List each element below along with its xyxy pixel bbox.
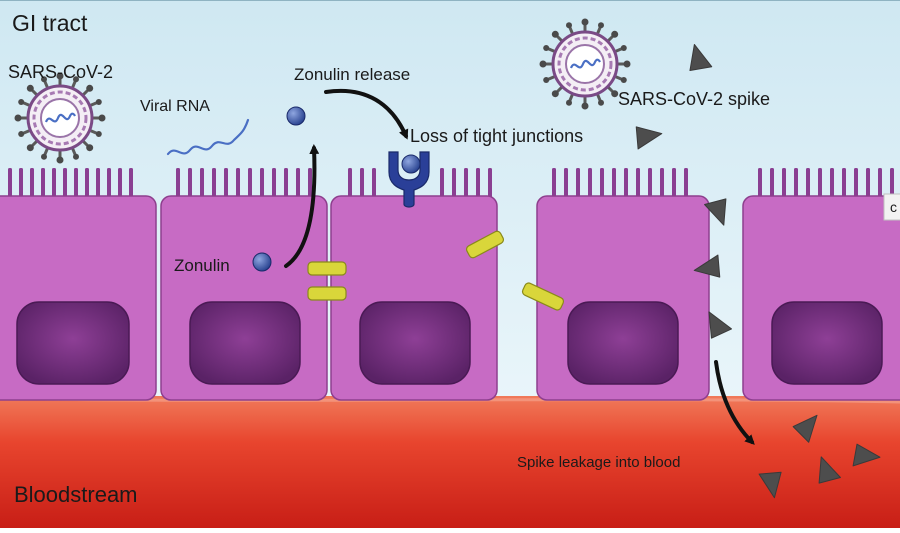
bloodstream-band (0, 396, 900, 528)
nucleus (771, 301, 883, 385)
zonulin-icon (252, 252, 272, 272)
viral-rna-label: Viral RNA (140, 98, 210, 115)
microvilli (8, 168, 894, 200)
disrupted-tight-junction-icon (465, 230, 565, 311)
arrow-icon (324, 88, 409, 140)
bloodstream-label: Bloodstream (14, 482, 138, 507)
spike-leakage-label: Spike leakage into blood (517, 454, 680, 471)
nucleus (359, 301, 471, 385)
zonulin-bound-icon (401, 154, 421, 174)
edge-fragment-text: c (890, 199, 897, 215)
arrow-icon (714, 360, 755, 445)
spike-label: SARS-CoV-2 spike (618, 89, 770, 109)
gi-tract-label: GI tract (12, 10, 88, 36)
nucleus (16, 301, 130, 385)
tight-junction-icon (307, 261, 347, 301)
viral-rna-icon (166, 118, 250, 156)
receptor-icon (388, 151, 430, 208)
virus-label: SARS-CoV-2 (8, 62, 113, 82)
zonulin-label: Zonulin (174, 256, 230, 275)
edge-fragment-box (883, 193, 900, 221)
nucleus (567, 301, 679, 385)
zonulin-release-label: Zonulin release (294, 65, 410, 84)
virus-icon (13, 71, 107, 165)
loss-tight-junctions-label: Loss of tight junctions (410, 126, 583, 146)
virus-icon (538, 17, 632, 111)
arrow-icon (284, 144, 320, 268)
zonulin-icon (286, 106, 306, 126)
nucleus (189, 301, 301, 385)
cell-nuclei (16, 301, 883, 385)
